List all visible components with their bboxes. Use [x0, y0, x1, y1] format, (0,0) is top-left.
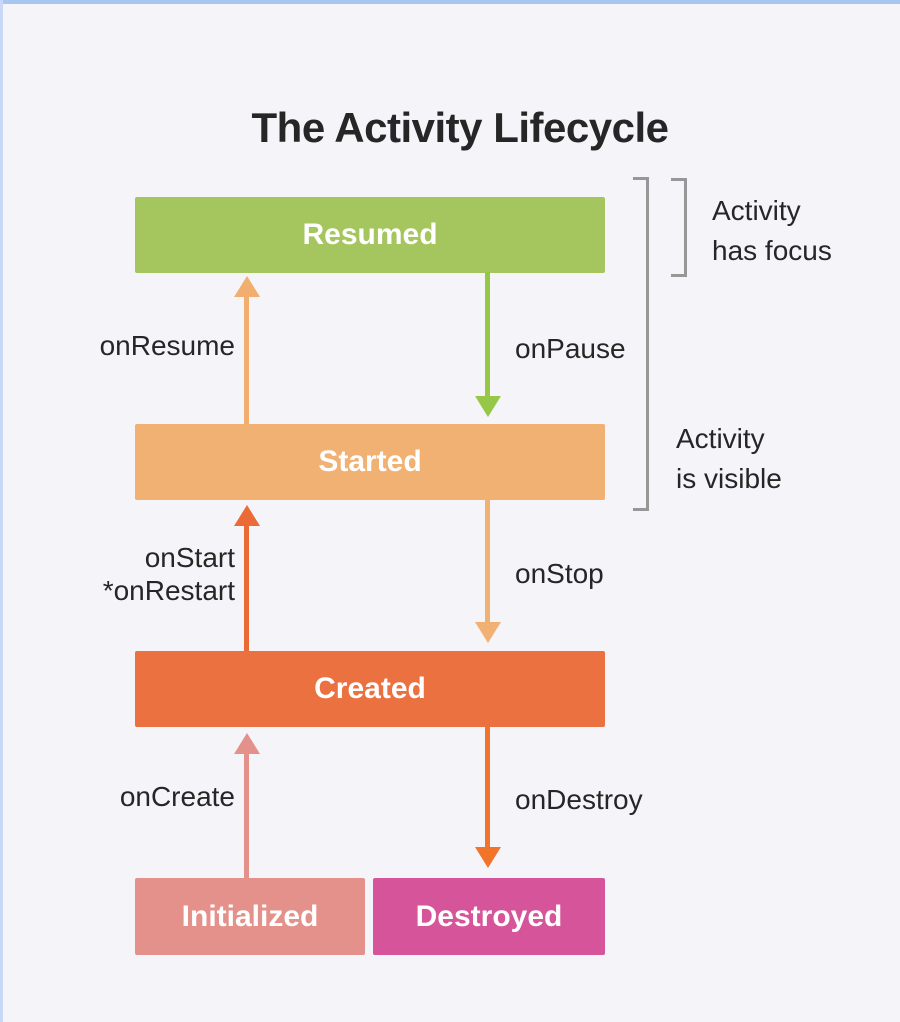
transition-label-onpause: onPause: [515, 333, 626, 364]
state-box-created: Created: [135, 651, 605, 727]
arrow-oncreate-shaft: [244, 751, 249, 878]
state-box-initialized: Initialized: [135, 878, 365, 955]
state-box-started: Started: [135, 424, 605, 500]
state-label-started: Started: [318, 445, 422, 478]
arrowhead-down-onstop-icon: [475, 622, 501, 643]
bracket-activity-is-visible: [633, 177, 649, 511]
annotation-activity-is-visible: Activity is visible: [676, 423, 782, 494]
annotation-activity-has-focus: Activity has focus: [712, 195, 832, 266]
bracket-activity-has-focus: [671, 178, 687, 277]
arrowhead-up-onstart-icon: [234, 505, 260, 526]
transition-label-oncreate: onCreate: [119, 781, 235, 812]
arrowhead-down-onpause-icon: [475, 396, 501, 417]
transition-label-onstop: onStop: [515, 558, 604, 589]
state-label-resumed: Resumed: [302, 218, 438, 251]
arrow-onstart-shaft: [244, 523, 249, 651]
transition-label-onresume: onResume: [99, 330, 235, 361]
arrow-onpause-shaft: [485, 272, 490, 397]
state-label-initialized: Initialized: [181, 899, 319, 933]
frame-edge-left: [0, 0, 3, 1022]
page-title: The Activity Lifecycle: [251, 104, 669, 152]
frame-edge-top: [0, 0, 900, 4]
arrow-onresume-shaft: [244, 294, 249, 424]
state-label-created: Created: [314, 672, 426, 705]
transition-label-onstart-onrestart: onStart *onRestart: [102, 542, 235, 606]
arrowhead-up-onresume-icon: [234, 276, 260, 297]
transition-label-ondestroy: onDestroy: [515, 784, 643, 815]
arrowhead-up-oncreate-icon: [234, 733, 260, 754]
state-label-destroyed: Destroyed: [415, 899, 563, 933]
state-box-resumed: Resumed: [135, 197, 605, 273]
arrowhead-down-ondestroy-icon: [475, 847, 501, 868]
arrow-ondestroy-shaft: [485, 727, 490, 847]
arrow-onstop-shaft: [485, 499, 490, 623]
state-box-destroyed: Destroyed: [373, 878, 605, 955]
